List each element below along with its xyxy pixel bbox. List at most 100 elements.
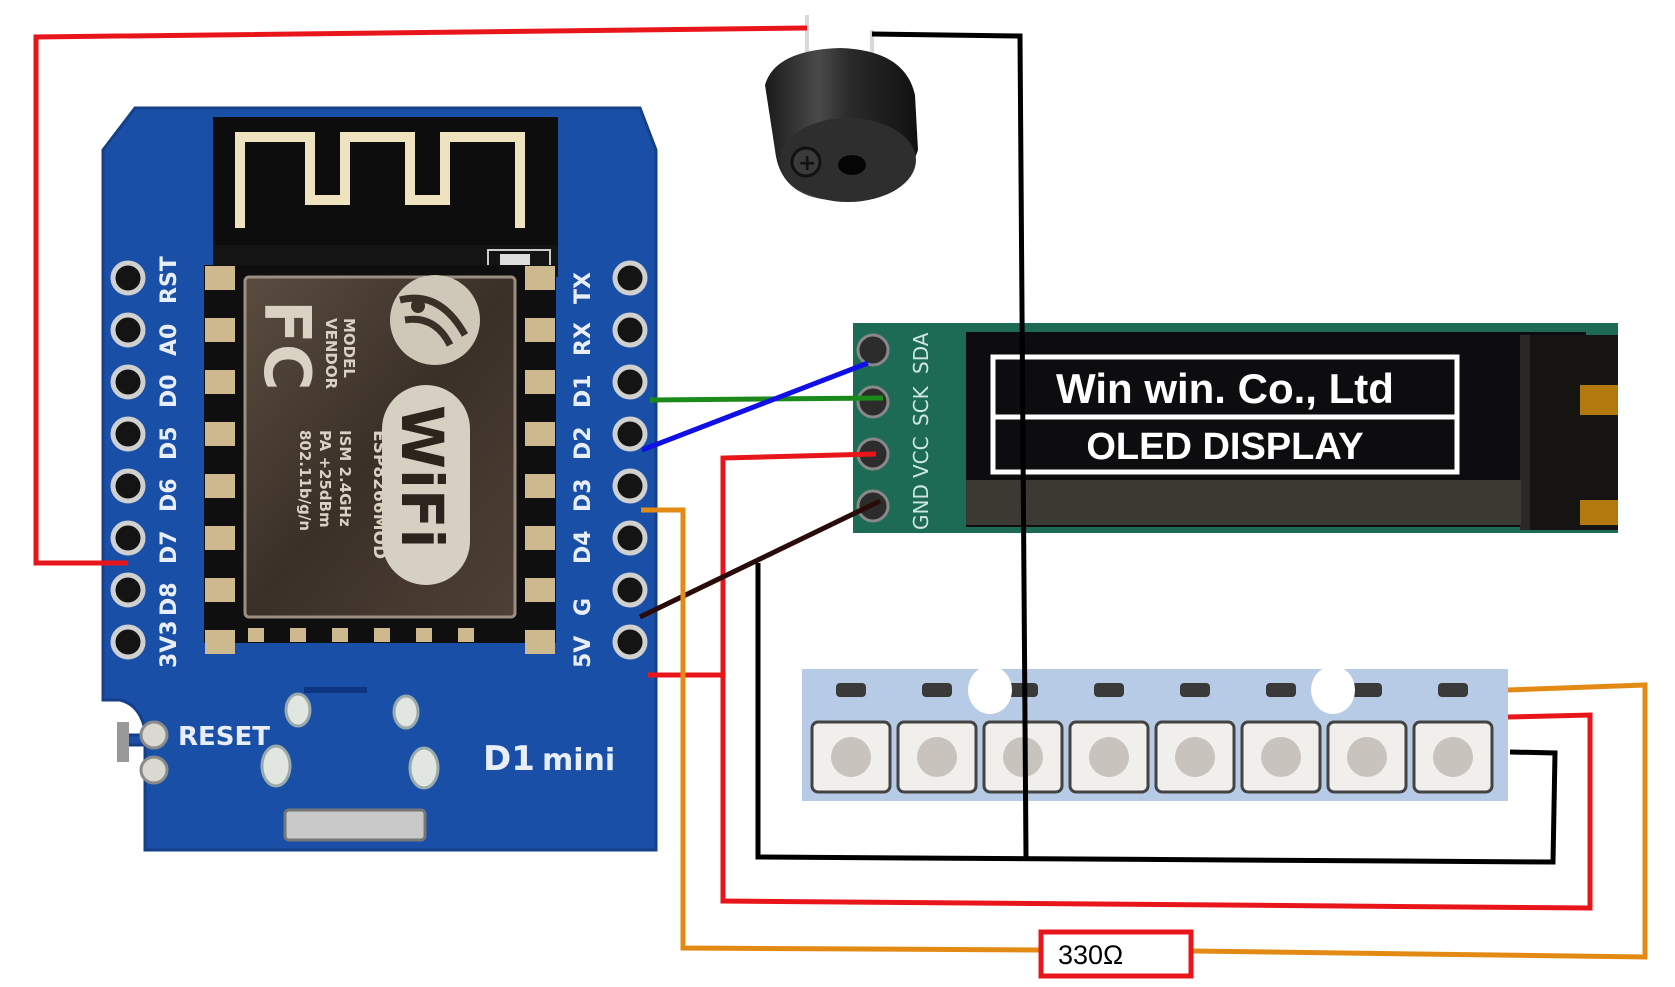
pin-label-5v: 5V (571, 636, 596, 668)
reset-label: RESET (178, 722, 270, 752)
resistor: 330Ω (1038, 929, 1194, 979)
module-spec-3: 802.11b/g/n (296, 430, 314, 531)
reset-button[interactable] (117, 722, 129, 762)
oled-lower-strip (966, 480, 1521, 525)
led-capacitor (1352, 683, 1382, 697)
wire-led-gnd (755, 563, 1558, 865)
module-pad (525, 630, 555, 654)
pin-label-rx: RX (571, 322, 596, 356)
oled-pin-label-vcc: VCC (909, 436, 933, 478)
led-6 (1240, 683, 1322, 794)
led-2 (896, 683, 978, 794)
led-die (1089, 737, 1129, 777)
oled-line-2: OLED DISPLAY (1086, 426, 1363, 468)
oled-pin-label-sck: SCK (909, 385, 933, 426)
led-die (831, 737, 871, 777)
led-capacitor (1094, 683, 1124, 697)
led-4 (1068, 683, 1150, 794)
module-pad (525, 370, 555, 394)
pin-label-d1: D1 (571, 374, 596, 408)
wire-d7-buzzer (33, 25, 808, 566)
d1-mini-board: FC MODEL VENDOR ESP8266MOD ISM 2.4GHz PA… (101, 106, 658, 852)
pin-label-a0: A0 (157, 324, 182, 356)
pin-label-d2: D2 (571, 426, 596, 460)
pin-label-d6: D6 (157, 478, 182, 512)
module-pad (525, 526, 555, 550)
pin-hole-d4 (612, 520, 648, 556)
pin-hole-5v (612, 624, 648, 660)
led-capacitor (836, 683, 866, 697)
pin-hole-d7 (110, 520, 146, 556)
buzzer: + (765, 15, 918, 202)
module-pad (525, 578, 555, 602)
module-pad (525, 266, 555, 290)
oled-frame-bottom (990, 414, 1460, 475)
wire-resistor-led-din (1192, 682, 1648, 960)
wire-5v-led-vcc (720, 675, 1593, 911)
pin-label-3v3: 3V3 (157, 620, 182, 668)
strip-pad (968, 666, 1012, 714)
module-pad (525, 422, 555, 446)
led-8 (1412, 683, 1494, 794)
pin-hole-d6 (110, 468, 146, 504)
resistor-label: 330Ω (1058, 940, 1123, 970)
module-pad (205, 474, 235, 498)
strip-pad (1311, 666, 1355, 714)
antenna-trace (235, 132, 525, 228)
brand-d1: D1 (483, 739, 535, 779)
pin-hole-rst (110, 260, 146, 296)
wifi-badge (382, 385, 470, 585)
pin-hole-g (612, 572, 648, 608)
pin-hole-d8 (110, 572, 146, 608)
pin-label-d3: D3 (571, 478, 596, 512)
wire-g-gnd (638, 498, 882, 620)
pin-label-d8: D8 (157, 582, 182, 616)
espressif-logo (390, 275, 480, 365)
pin-hole-d1 (612, 364, 648, 400)
module-pad (205, 630, 235, 654)
oled-line-1: Win win. Co., Ltd (1056, 365, 1394, 412)
led-capacitor (1266, 683, 1296, 697)
pin-hole-d3 (612, 468, 648, 504)
led-die (1261, 737, 1301, 777)
wire-buzzer-gnd (871, 31, 1029, 858)
module-pad (525, 318, 555, 342)
pin-label-d0: D0 (157, 374, 182, 408)
wires (33, 25, 1648, 960)
module-bottom-pads (248, 628, 474, 642)
led-5 (1154, 683, 1236, 794)
fc-mark: FC (249, 300, 323, 391)
pin-hole-d5 (110, 416, 146, 452)
oled-pin-label-sda: SDA (909, 332, 933, 374)
module-pad (205, 266, 235, 290)
pin-label-rst: RST (157, 256, 182, 304)
pin-label-g: G (571, 598, 596, 616)
module-model-line1: MODEL (340, 318, 358, 378)
resistor-body (1038, 929, 1194, 979)
wifi-mark: WiFi (388, 405, 456, 548)
module-pad (205, 318, 235, 342)
module-pad (525, 474, 555, 498)
pin-hole-3v3 (110, 624, 146, 660)
pin-hole-a0 (110, 312, 146, 348)
module-spec-2: PA +25dBm (316, 430, 334, 528)
pin-hole-d0 (110, 364, 146, 400)
led-1 (810, 683, 892, 794)
led-capacitor (1180, 683, 1210, 697)
wire-d3-resistor (641, 507, 1041, 953)
pin-label-d7: D7 (157, 530, 182, 564)
led-capacitor (922, 683, 952, 697)
usb-port (283, 808, 427, 842)
oled-flex (1525, 335, 1618, 530)
led-die (917, 737, 957, 777)
led-die (1175, 737, 1215, 777)
pin-hole-rx (612, 312, 648, 348)
module-pad (205, 578, 235, 602)
module-pad (205, 526, 235, 550)
pin-label-tx: TX (571, 272, 596, 304)
led-strip (802, 666, 1508, 801)
led-capacitor (1438, 683, 1468, 697)
